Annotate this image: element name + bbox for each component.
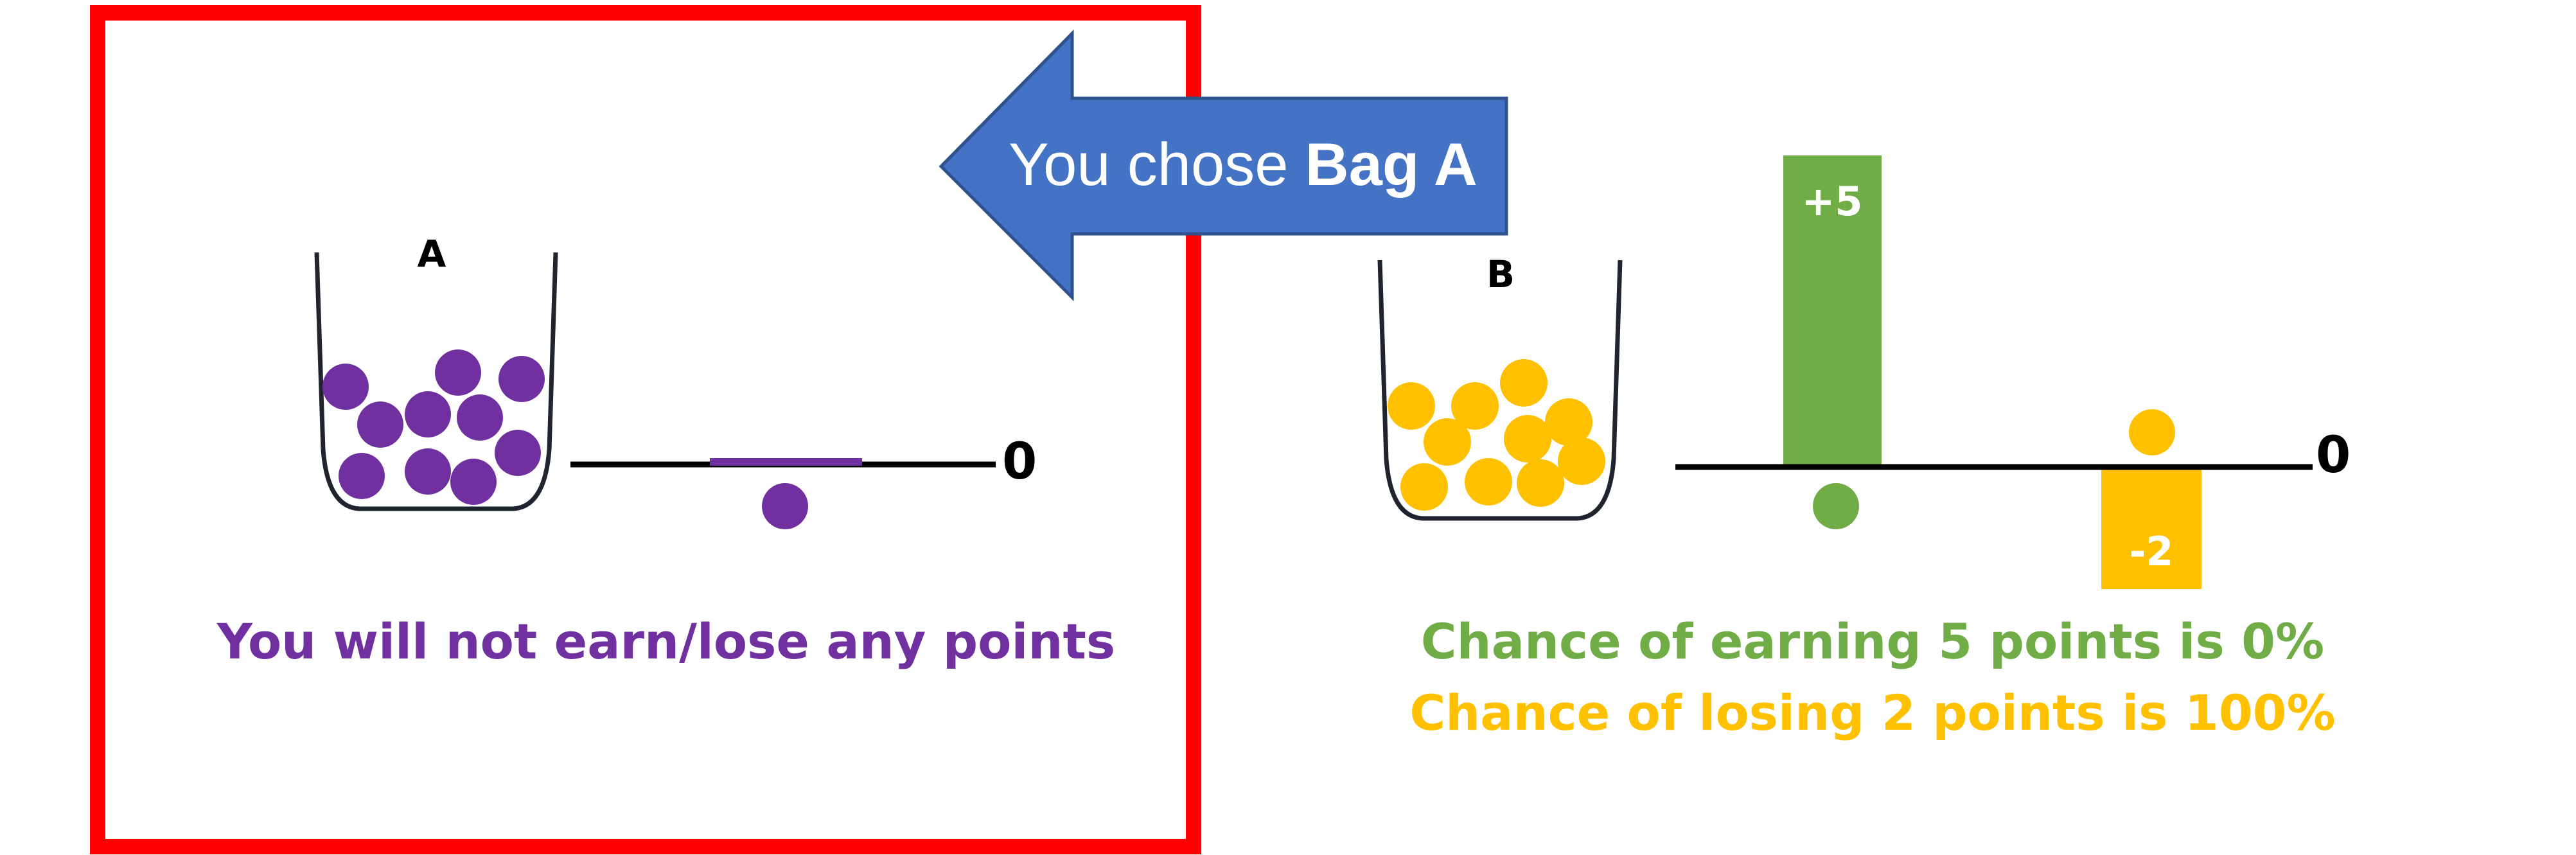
marble xyxy=(457,394,503,441)
marble xyxy=(1558,437,1605,485)
bag-b-axis-zero-label: 0 xyxy=(2316,427,2351,484)
marble xyxy=(1400,463,1448,511)
marble xyxy=(1545,398,1592,446)
bag-a-axis-zero-label: 0 xyxy=(1002,433,1037,491)
selection-arrow: You chose Bag A xyxy=(939,29,1508,302)
marble xyxy=(495,430,541,476)
marble xyxy=(1504,415,1551,463)
marble xyxy=(405,448,451,495)
bag-b-gain-bar-label: +5 xyxy=(1801,178,1862,225)
marble xyxy=(450,459,497,505)
marble xyxy=(1451,382,1499,430)
bag-b-lose-chance-text: Chance of losing 2 points is 100% xyxy=(1409,684,2335,741)
marble xyxy=(1517,459,1564,507)
arrow-text: You chose Bag A xyxy=(1009,130,1478,198)
marble xyxy=(1388,382,1435,430)
bag-a-outcome-marble xyxy=(762,483,808,529)
bag-b-panel: B +5 -2 0 Chance of earning 5 points is … xyxy=(1377,155,2351,741)
bag-a-label: A xyxy=(418,232,446,276)
marble xyxy=(322,364,369,410)
marble xyxy=(1465,458,1512,506)
marble xyxy=(1424,418,1471,466)
selected-option-frame xyxy=(90,5,1201,854)
bag-a-container xyxy=(314,252,558,511)
marble xyxy=(435,349,481,396)
bag-a-marbles xyxy=(322,349,545,505)
bag-b-earn-chance-text: Chance of earning 5 points is 0% xyxy=(1421,613,2324,670)
marble xyxy=(405,391,451,437)
bag-b-gain-outcome-marble xyxy=(1813,483,1859,529)
bag-b-container xyxy=(1377,260,1623,521)
bag-b-marbles xyxy=(1388,359,1605,511)
bag-b-loss-bar-label: -2 xyxy=(2130,528,2174,575)
bag-b-loss-bar xyxy=(2101,468,2201,589)
bag-a-outcome-text: You will not earn/lose any points xyxy=(216,613,1115,670)
bag-b-gain-bar xyxy=(1783,155,1882,467)
marble xyxy=(357,401,403,448)
arrow-text-bag: Bag A xyxy=(1305,130,1478,198)
marble xyxy=(339,453,385,499)
arrow-shape xyxy=(939,29,1508,302)
bag-a-panel: A 0 You will not earn/lose any points xyxy=(216,232,1115,670)
bag-b-loss-outcome-marble xyxy=(2129,409,2175,455)
marble xyxy=(1500,359,1548,407)
arrow-text-prefix: You chose xyxy=(1009,130,1305,198)
marble xyxy=(498,356,545,402)
bag-b-label: B xyxy=(1486,252,1515,296)
